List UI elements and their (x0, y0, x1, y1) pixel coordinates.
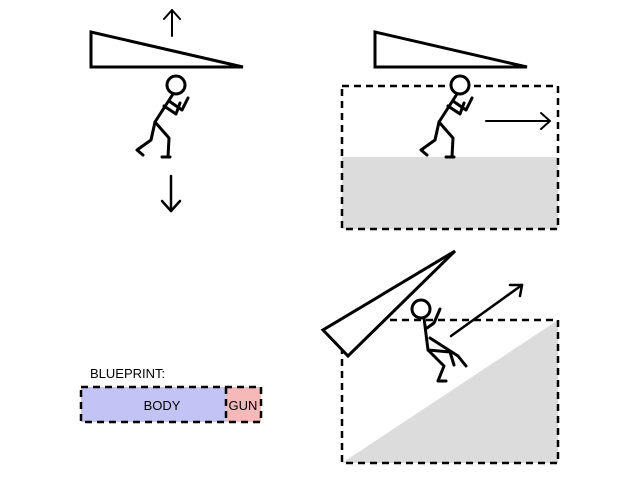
body-label: BODY (144, 398, 181, 413)
wedge-top-left (89, 30, 244, 69)
ground-slope (342, 320, 558, 463)
stick-figure-bottom-right (410, 298, 468, 383)
blueprint-outline (79, 385, 263, 424)
blueprint-legend: BLUEPRINT: BODY GUN (79, 366, 263, 424)
stick-figure-top-right (419, 74, 474, 159)
body-block (81, 387, 226, 422)
down-arrow-head (160, 199, 182, 213)
diagonal-arrow-shaft (449, 283, 524, 338)
panel-top-right (340, 30, 560, 231)
stick-figure-top-left (135, 74, 190, 159)
panel-top-left (89, 9, 244, 213)
blueprint-title: BLUEPRINT: (90, 366, 165, 381)
ground-flat (342, 157, 558, 229)
gun-label: GUN (229, 398, 258, 413)
panel-bottom-right (320, 249, 560, 465)
wedge-bottom-right (320, 249, 457, 359)
gun-block (226, 387, 261, 422)
wedge-top-right (373, 30, 528, 69)
right-arrow-head (540, 112, 551, 130)
dashed-frame-bottom-right (340, 318, 560, 465)
diagonal-arrow-head (508, 283, 524, 298)
up-arrow-head (163, 9, 181, 20)
